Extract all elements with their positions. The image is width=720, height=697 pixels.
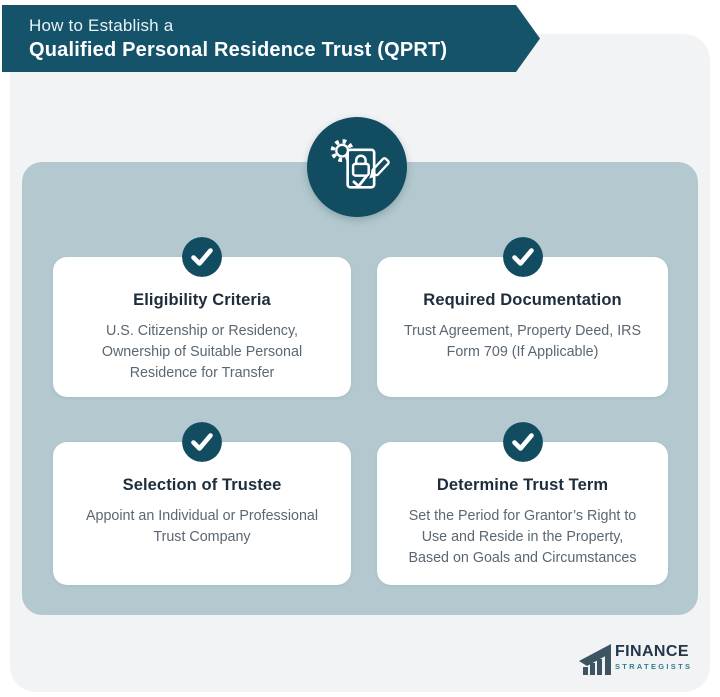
card-selection-of-trustee: Selection of Trustee Appoint an Individu… — [53, 422, 351, 585]
check-icon — [182, 237, 222, 277]
card-determine-trust-term: Determine Trust Term Set the Period for … — [377, 422, 668, 585]
card-body: Appoint an Individual or Professional Tr… — [85, 508, 319, 546]
card-body: U.S. Citizenship or Residency, Ownership… — [101, 323, 303, 382]
card-title: Eligibility Criteria — [133, 291, 271, 309]
logo-brand-name: FINANCE — [615, 643, 689, 660]
page-title: Qualified Personal Residence Trust (QPRT… — [29, 38, 448, 61]
header-subtitle: How to Establish a — [29, 15, 174, 35]
check-icon — [502, 237, 543, 277]
card-body: Set the Period for Grantor’s Right to Us… — [408, 508, 637, 567]
card-eligibility-criteria: Eligibility Criteria U.S. Citizenship or… — [53, 237, 351, 397]
logo-text: FINANCE STRATEGISTS — [615, 641, 692, 671]
hero-icon-circle — [307, 117, 407, 217]
card-body: Trust Agreement, Property Deed, IRS Form… — [403, 323, 642, 361]
card-required-documentation: Required Documentation Trust Agreement, … — [377, 237, 668, 397]
logo-brand-subtitle: STRATEGISTS — [615, 662, 693, 671]
card-title: Selection of Trustee — [122, 476, 282, 494]
finance-strategists-logo: FINANCE STRATEGISTS — [578, 641, 692, 677]
card-title: Determine Trust Term — [436, 476, 609, 494]
header-banner: How to Establish a Qualified Personal Re… — [2, 5, 540, 72]
logo-mark-icon — [579, 644, 611, 675]
check-icon — [182, 422, 222, 462]
document-verification-icon — [330, 139, 390, 189]
check-icon — [502, 422, 543, 462]
card-title: Required Documentation — [423, 291, 622, 309]
